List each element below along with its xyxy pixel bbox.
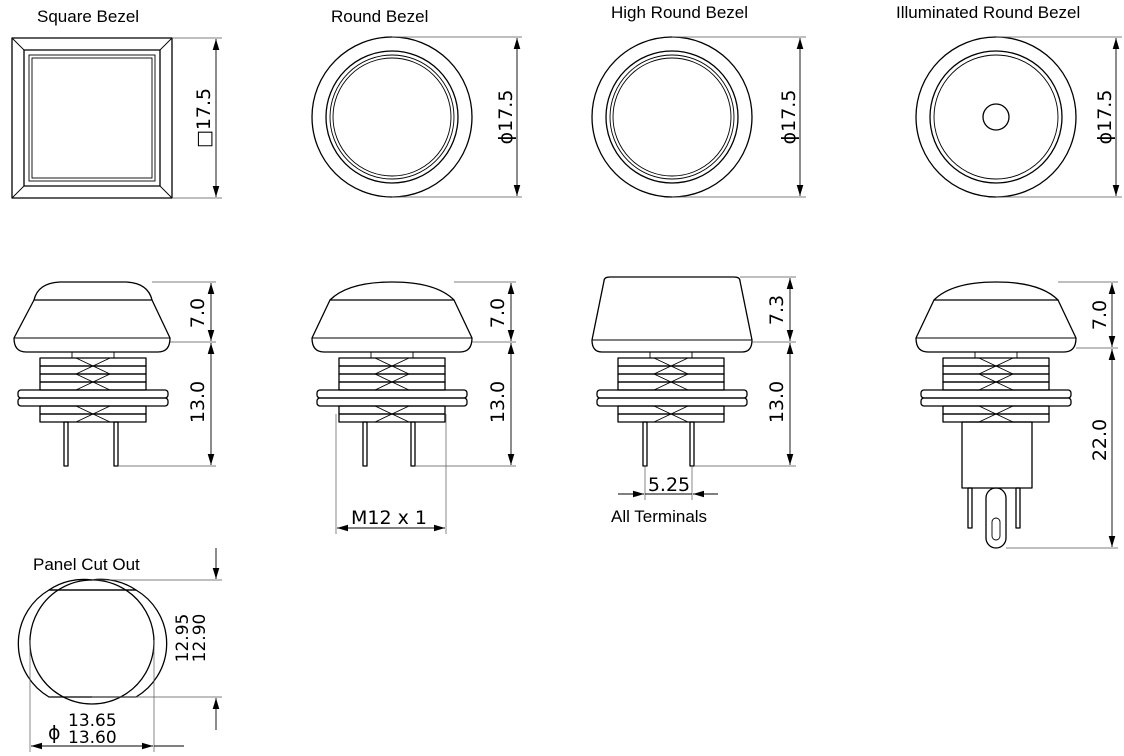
round-bezel-thread-label: 13.0 bbox=[487, 381, 509, 423]
illuminated-bezel-diameter-label: ϕ17.5 bbox=[1094, 90, 1116, 145]
panel-cut-diameter-max: 13.65 bbox=[68, 711, 117, 731]
high-round-bezel-top-view bbox=[591, 36, 806, 198]
illuminated-round-bezel-title: Illuminated Round Bezel bbox=[896, 3, 1080, 22]
panel-cut-out-title: Panel Cut Out bbox=[33, 555, 140, 574]
round-bezel-thread-spec: M12 x 1 bbox=[351, 507, 427, 529]
round-bezel-top-view bbox=[311, 36, 522, 198]
illuminated-bezel-height-label: 7.0 bbox=[1089, 300, 1111, 330]
panel-cut-out-view bbox=[17, 548, 222, 752]
square-bezel-top-view bbox=[11, 37, 222, 199]
round-bezel-height-label: 7.0 bbox=[487, 298, 509, 328]
high-round-bezel-pitch-label: 5.25 bbox=[648, 474, 690, 496]
all-terminals-note: All Terminals bbox=[611, 507, 707, 526]
illuminated-bezel-length-label: 22.0 bbox=[1089, 419, 1111, 461]
round-bezel-side-view bbox=[311, 281, 516, 534]
panel-cut-diameter-symbol: ϕ bbox=[48, 722, 61, 744]
high-round-bezel-height-label: 7.3 bbox=[766, 295, 788, 325]
square-bezel-thread-label: 13.0 bbox=[187, 381, 209, 423]
panel-cut-height-max: 12.95 bbox=[173, 614, 193, 663]
high-round-bezel-title: High Round Bezel bbox=[611, 3, 748, 22]
round-bezel-diameter-label: ϕ17.5 bbox=[495, 90, 517, 145]
illuminated-bezel-top-view bbox=[915, 36, 1122, 198]
high-round-bezel-thread-label: 13.0 bbox=[766, 381, 788, 423]
square-bezel-height-label: 7.0 bbox=[187, 298, 209, 328]
panel-cut-diameter-min: 13.60 bbox=[68, 728, 117, 748]
square-bezel-side-view bbox=[13, 281, 216, 467]
high-round-bezel-side-view bbox=[591, 276, 796, 500]
round-bezel-title: Round Bezel bbox=[331, 7, 428, 26]
square-bezel-title: Square Bezel bbox=[37, 7, 139, 26]
high-round-bezel-diameter-label: ϕ17.5 bbox=[778, 90, 800, 145]
illuminated-bezel-side-view bbox=[915, 281, 1118, 549]
panel-cut-height-min: 12.90 bbox=[190, 614, 210, 663]
square-bezel-size-label: □17.5 bbox=[193, 88, 215, 148]
